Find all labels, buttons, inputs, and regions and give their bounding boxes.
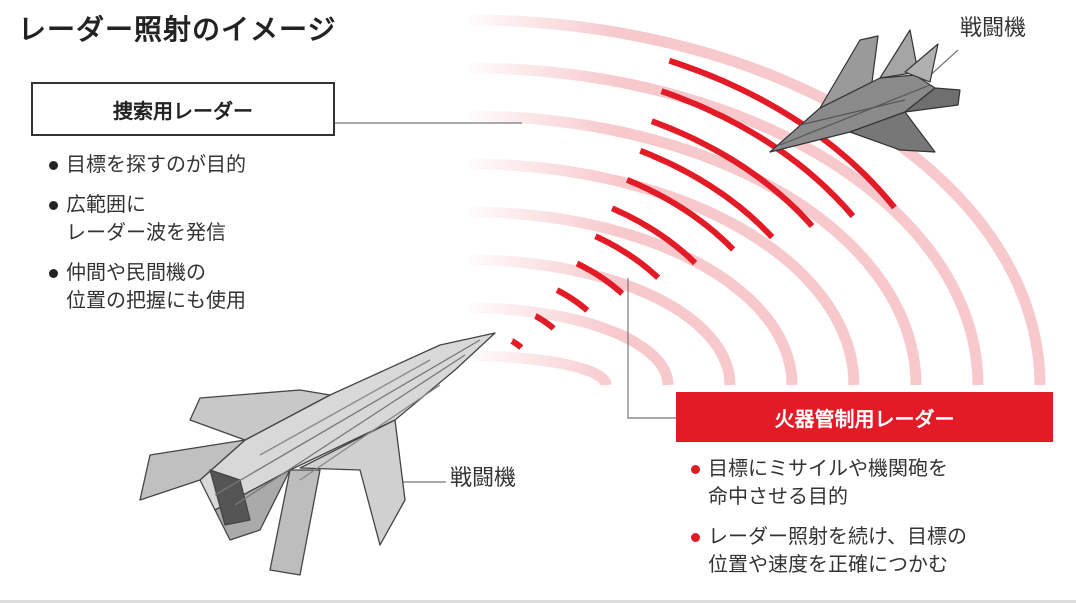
- fire-beam-dash: [639, 147, 775, 240]
- fire-beam-dash: [625, 177, 736, 252]
- fire-control-radar-label: 火器管制用レーダー: [774, 406, 955, 431]
- fire-beam-dash: [610, 205, 698, 266]
- search-radar-label: 捜索用レーダー: [113, 98, 253, 123]
- fire-control-radar-label-box: 火器管制用レーダー: [676, 392, 1053, 442]
- fire-beam-dash: [668, 57, 897, 210]
- fire-beam-dash: [650, 118, 815, 229]
- fire-beam-dash: [660, 88, 856, 219]
- diagram-title: レーダー照射のイメージ: [18, 13, 337, 46]
- source-fighter-jet-icon: [139, 332, 496, 576]
- search-radar-label-box: 捜索用レーダー: [31, 82, 335, 136]
- fire-beam-dash: [594, 233, 661, 280]
- source-jet-label: 戦闘機: [450, 466, 517, 491]
- fire-beam-dash: [555, 287, 590, 313]
- target-fighter-jet-icon: [769, 29, 961, 153]
- wave-fade: [440, 0, 620, 400]
- bullet-item: 広範囲に レーダー波を発信: [46, 190, 246, 246]
- bullet-item: 目標を探すのが目的: [46, 150, 246, 178]
- bottom-divider: [0, 600, 1076, 603]
- fire-beam-dash: [534, 313, 556, 331]
- bullet-item: 仲間や民間機の 位置の把握にも使用: [46, 258, 246, 314]
- bullet-item: レーダー照射を続け、目標の 位置や速度を正確につかむ: [688, 522, 967, 578]
- fire-control-radar-bullets: 目標にミサイルや機関砲を 命中させる目的 レーダー照射を続け、目標の 位置や速度…: [688, 454, 967, 590]
- fire-beam-dash: [575, 260, 625, 296]
- fire-beam-dash: [510, 338, 524, 350]
- target-jet-label: 戦闘機: [960, 16, 1027, 41]
- bullet-item: 目標にミサイルや機関砲を 命中させる目的: [688, 454, 967, 510]
- fire-radar-leader-line: [627, 278, 680, 419]
- fire-control-radar-beam: [510, 57, 897, 350]
- search-radar-bullets: 目標を探すのが目的 広範囲に レーダー波を発信 仲間や民間機の 位置の把握にも使…: [46, 150, 246, 326]
